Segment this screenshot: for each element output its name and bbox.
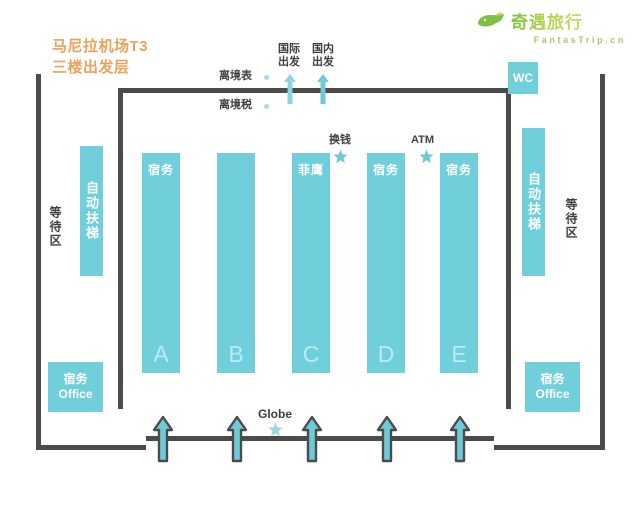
money-exchange-star-icon (333, 149, 348, 164)
right-escalator-block: 自动扶梯 (522, 128, 545, 276)
label-money-exchange: 换钱 (329, 134, 351, 146)
counter-a-letter: A (153, 341, 169, 367)
label-domestic-departure: 国内 出发 (312, 43, 334, 69)
domestic-departure-arrow-icon (316, 74, 330, 109)
departure-tax-dot (264, 104, 269, 109)
intl-departure-arrow-icon (283, 74, 297, 109)
entrance-arrow-1 (152, 415, 174, 468)
left-cebu-office-block: 宿务 Office (48, 362, 103, 412)
wc-block: WC (508, 62, 538, 94)
wall-outer-bottom-right (494, 445, 605, 450)
label-intl-departure-line1: 国际 (278, 43, 300, 55)
right-cebu-office-block: 宿务 Office (525, 362, 580, 412)
logo-text-cn: 奇遇旅行 (511, 8, 583, 33)
departure-form-dot (264, 75, 269, 80)
atm-star-icon (419, 149, 434, 164)
wall-outer-left (36, 74, 41, 450)
label-atm: ATM (411, 134, 435, 146)
counter-d-airline: 宿务 (372, 163, 399, 177)
right-cebu-office-line2: Office (535, 387, 570, 401)
left-escalator-label: 自动扶梯 (84, 181, 99, 241)
wall-outer-bottom-left (36, 445, 146, 450)
wall-inner-left (118, 88, 123, 409)
counter-e-airline: 宿务 (445, 163, 472, 177)
entrance-arrow-2 (226, 415, 248, 468)
entrance-arrow-5 (449, 415, 471, 468)
label-departure-form: 离境表 (219, 70, 252, 82)
label-intl-departure-line2: 出发 (278, 56, 300, 68)
label-domestic-departure-line1: 国内 (312, 43, 334, 55)
counter-row-d: 宿务 D (367, 153, 405, 373)
left-cebu-office-line2: Office (58, 387, 93, 401)
counter-c-airline: 菲鹰 (297, 163, 324, 177)
logo-text-en: FantasTrip.cn (533, 35, 626, 45)
label-domestic-departure-line2: 出发 (312, 56, 334, 68)
counter-e-letter: E (451, 341, 467, 367)
whale-icon (476, 11, 506, 31)
entrance-arrow-4 (376, 415, 398, 468)
right-escalator-label: 自动扶梯 (526, 172, 541, 232)
wall-bottom-center (146, 436, 494, 441)
right-cebu-office-line1: 宿务 (540, 372, 565, 386)
counter-a-airline: 宿务 (147, 163, 174, 177)
wall-inner-top (118, 88, 511, 93)
left-escalator-block: 自动扶梯 (80, 146, 103, 276)
globe-star-icon (268, 422, 283, 437)
wc-label: WC (513, 71, 533, 85)
counter-row-a: 宿务 A (142, 153, 180, 373)
counter-row-c: 菲鹰 C (292, 153, 330, 373)
left-waiting-area-label: 等待区 (48, 206, 62, 248)
entrance-arrow-3 (301, 415, 323, 468)
counter-c-letter: C (302, 341, 320, 367)
left-cebu-office-label: 宿务 Office (48, 372, 103, 402)
counter-row-e: 宿务 E (440, 153, 478, 373)
counter-d-letter: D (377, 341, 395, 367)
wall-inner-right (506, 88, 511, 409)
counter-b-letter: B (228, 341, 244, 367)
page-title-line2: 三楼出发层 (52, 59, 130, 76)
label-departure-tax: 离境税 (219, 99, 252, 111)
page-title-line1: 马尼拉机场T3 (52, 38, 149, 55)
label-globe: Globe (258, 407, 293, 421)
counter-row-b: B (217, 153, 255, 373)
label-intl-departure: 国际 出发 (278, 43, 300, 69)
wall-outer-right (600, 74, 605, 450)
right-cebu-office-label: 宿务 Office (525, 372, 580, 402)
right-waiting-area-label: 等待区 (564, 198, 578, 240)
page-title: 马尼拉机场T3 三楼出发层 (52, 36, 148, 78)
brand-logo: 奇遇旅行 FantasTrip.cn (476, 8, 626, 54)
left-cebu-office-line1: 宿务 (63, 372, 88, 386)
